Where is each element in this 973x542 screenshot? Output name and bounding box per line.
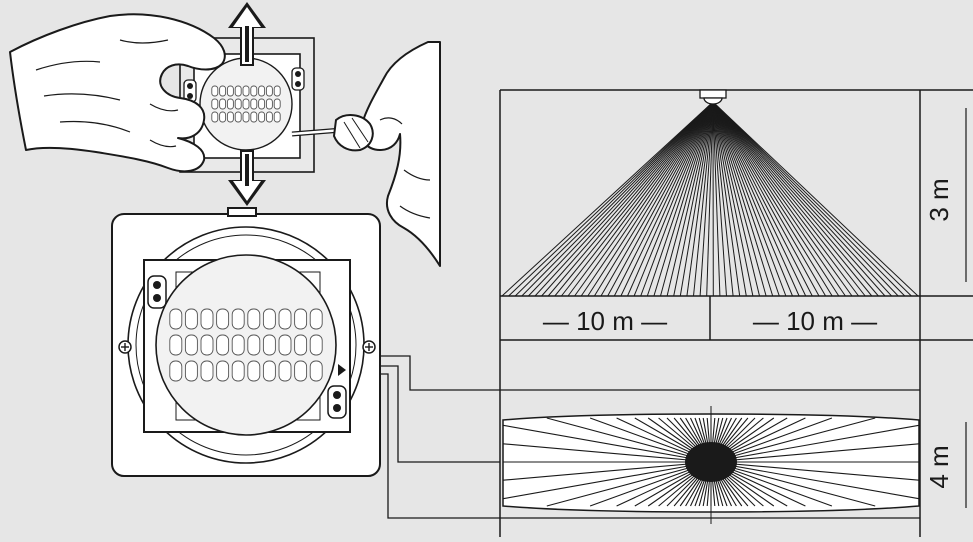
side-ray xyxy=(621,102,713,296)
lens-facet xyxy=(279,309,291,329)
lens-facet xyxy=(248,309,260,329)
mounting-lens-facet xyxy=(259,99,265,109)
side-ray xyxy=(713,102,839,296)
lens-facet xyxy=(295,361,307,381)
side-ray xyxy=(555,102,713,296)
side-ray xyxy=(713,102,812,296)
mounting-lens-facet xyxy=(243,99,249,109)
lens-facet xyxy=(170,361,182,381)
side-ray xyxy=(509,102,713,296)
side-ray xyxy=(713,102,918,296)
side-ray xyxy=(594,102,713,296)
mounting-lens-facet xyxy=(251,99,257,109)
lens-facet xyxy=(232,309,244,329)
lens-facet xyxy=(201,361,213,381)
side-ray xyxy=(548,102,713,296)
sensor-device xyxy=(112,208,380,476)
top-view-diagram: 4 m xyxy=(503,406,966,524)
mounting-lens-facet xyxy=(259,112,265,122)
lens-facet xyxy=(217,361,229,381)
device-screw-left xyxy=(119,341,131,353)
motion-sensor-icon xyxy=(700,90,726,104)
lens-facet xyxy=(170,335,182,355)
side-ray xyxy=(713,102,852,296)
mounting-lens-facet xyxy=(243,86,249,96)
mounting-lens-facet xyxy=(227,86,233,96)
mounting-lens-facet xyxy=(220,86,226,96)
side-ray xyxy=(713,102,872,296)
mounting-lens-facet xyxy=(235,86,241,96)
lens-facet xyxy=(185,361,197,381)
side-ray xyxy=(542,102,713,296)
mounting-lens-facet xyxy=(251,112,257,122)
adjust-knob-bottom-icon xyxy=(328,386,346,418)
side-ray xyxy=(588,102,713,296)
lens-facet xyxy=(201,309,213,329)
side-ray xyxy=(713,102,878,296)
sensor-lens xyxy=(156,255,336,435)
lens-facet xyxy=(185,309,197,329)
mounting-lens-facet xyxy=(212,112,218,122)
mounting-lens-facet xyxy=(274,99,280,109)
mounting-lens-facet xyxy=(227,112,233,122)
mounting-lens-facet xyxy=(243,112,249,122)
mounting-lens-facet xyxy=(212,86,218,96)
lens-facet xyxy=(170,309,182,329)
height-label: 3 m xyxy=(924,178,954,221)
mounting-lens-facet xyxy=(266,99,272,109)
mounting-lens-facet xyxy=(220,99,226,109)
lens-facet xyxy=(232,335,244,355)
side-ray xyxy=(614,102,713,296)
lens-facet xyxy=(310,335,322,355)
side-ray xyxy=(713,102,832,296)
side-ray xyxy=(713,102,786,296)
mounting-lens-facet xyxy=(266,86,272,96)
lens-facet xyxy=(185,335,197,355)
device-top-notch xyxy=(228,208,256,216)
lens-facet xyxy=(248,361,260,381)
range-left-label: — 10 m — xyxy=(543,306,667,336)
lens-facet xyxy=(201,335,213,355)
mounting-lens-facet xyxy=(227,99,233,109)
side-ray xyxy=(502,102,713,296)
mounting-lens-facet xyxy=(212,99,218,109)
device-screw-right xyxy=(363,341,375,353)
width-label: 4 m xyxy=(924,445,954,488)
lens-facet xyxy=(263,309,275,329)
lens-facet xyxy=(295,335,307,355)
lens-facet xyxy=(295,309,307,329)
side-ray xyxy=(575,102,713,296)
lens-facet xyxy=(310,309,322,329)
mounting-lens-facet xyxy=(235,112,241,122)
lens-facet xyxy=(217,335,229,355)
lens-facet xyxy=(279,335,291,355)
lens-facet xyxy=(232,361,244,381)
lens-facet xyxy=(263,335,275,355)
lens-facet xyxy=(310,361,322,381)
mounting-lens-facet xyxy=(220,112,226,122)
side-view-detection-rays xyxy=(502,102,918,296)
mounting-knob-right-icon xyxy=(292,68,304,90)
mounting-lens-facet xyxy=(274,86,280,96)
mounting-lens-facet xyxy=(235,99,241,109)
lens-facet xyxy=(263,361,275,381)
adjust-knob-top-icon xyxy=(148,276,166,308)
mounting-lens-facet xyxy=(266,112,272,122)
range-right-label: — 10 m — xyxy=(753,306,877,336)
lens-facet xyxy=(279,361,291,381)
side-ray xyxy=(713,102,898,296)
mounting-lens-facet xyxy=(251,86,257,96)
mounting-lens-facet xyxy=(274,112,280,122)
lens-facet xyxy=(248,335,260,355)
mounting-lens-facets xyxy=(212,86,280,122)
mounting-lens-facet xyxy=(259,86,265,96)
lens-facet xyxy=(217,309,229,329)
side-ray xyxy=(713,102,819,296)
side-ray xyxy=(713,102,885,296)
